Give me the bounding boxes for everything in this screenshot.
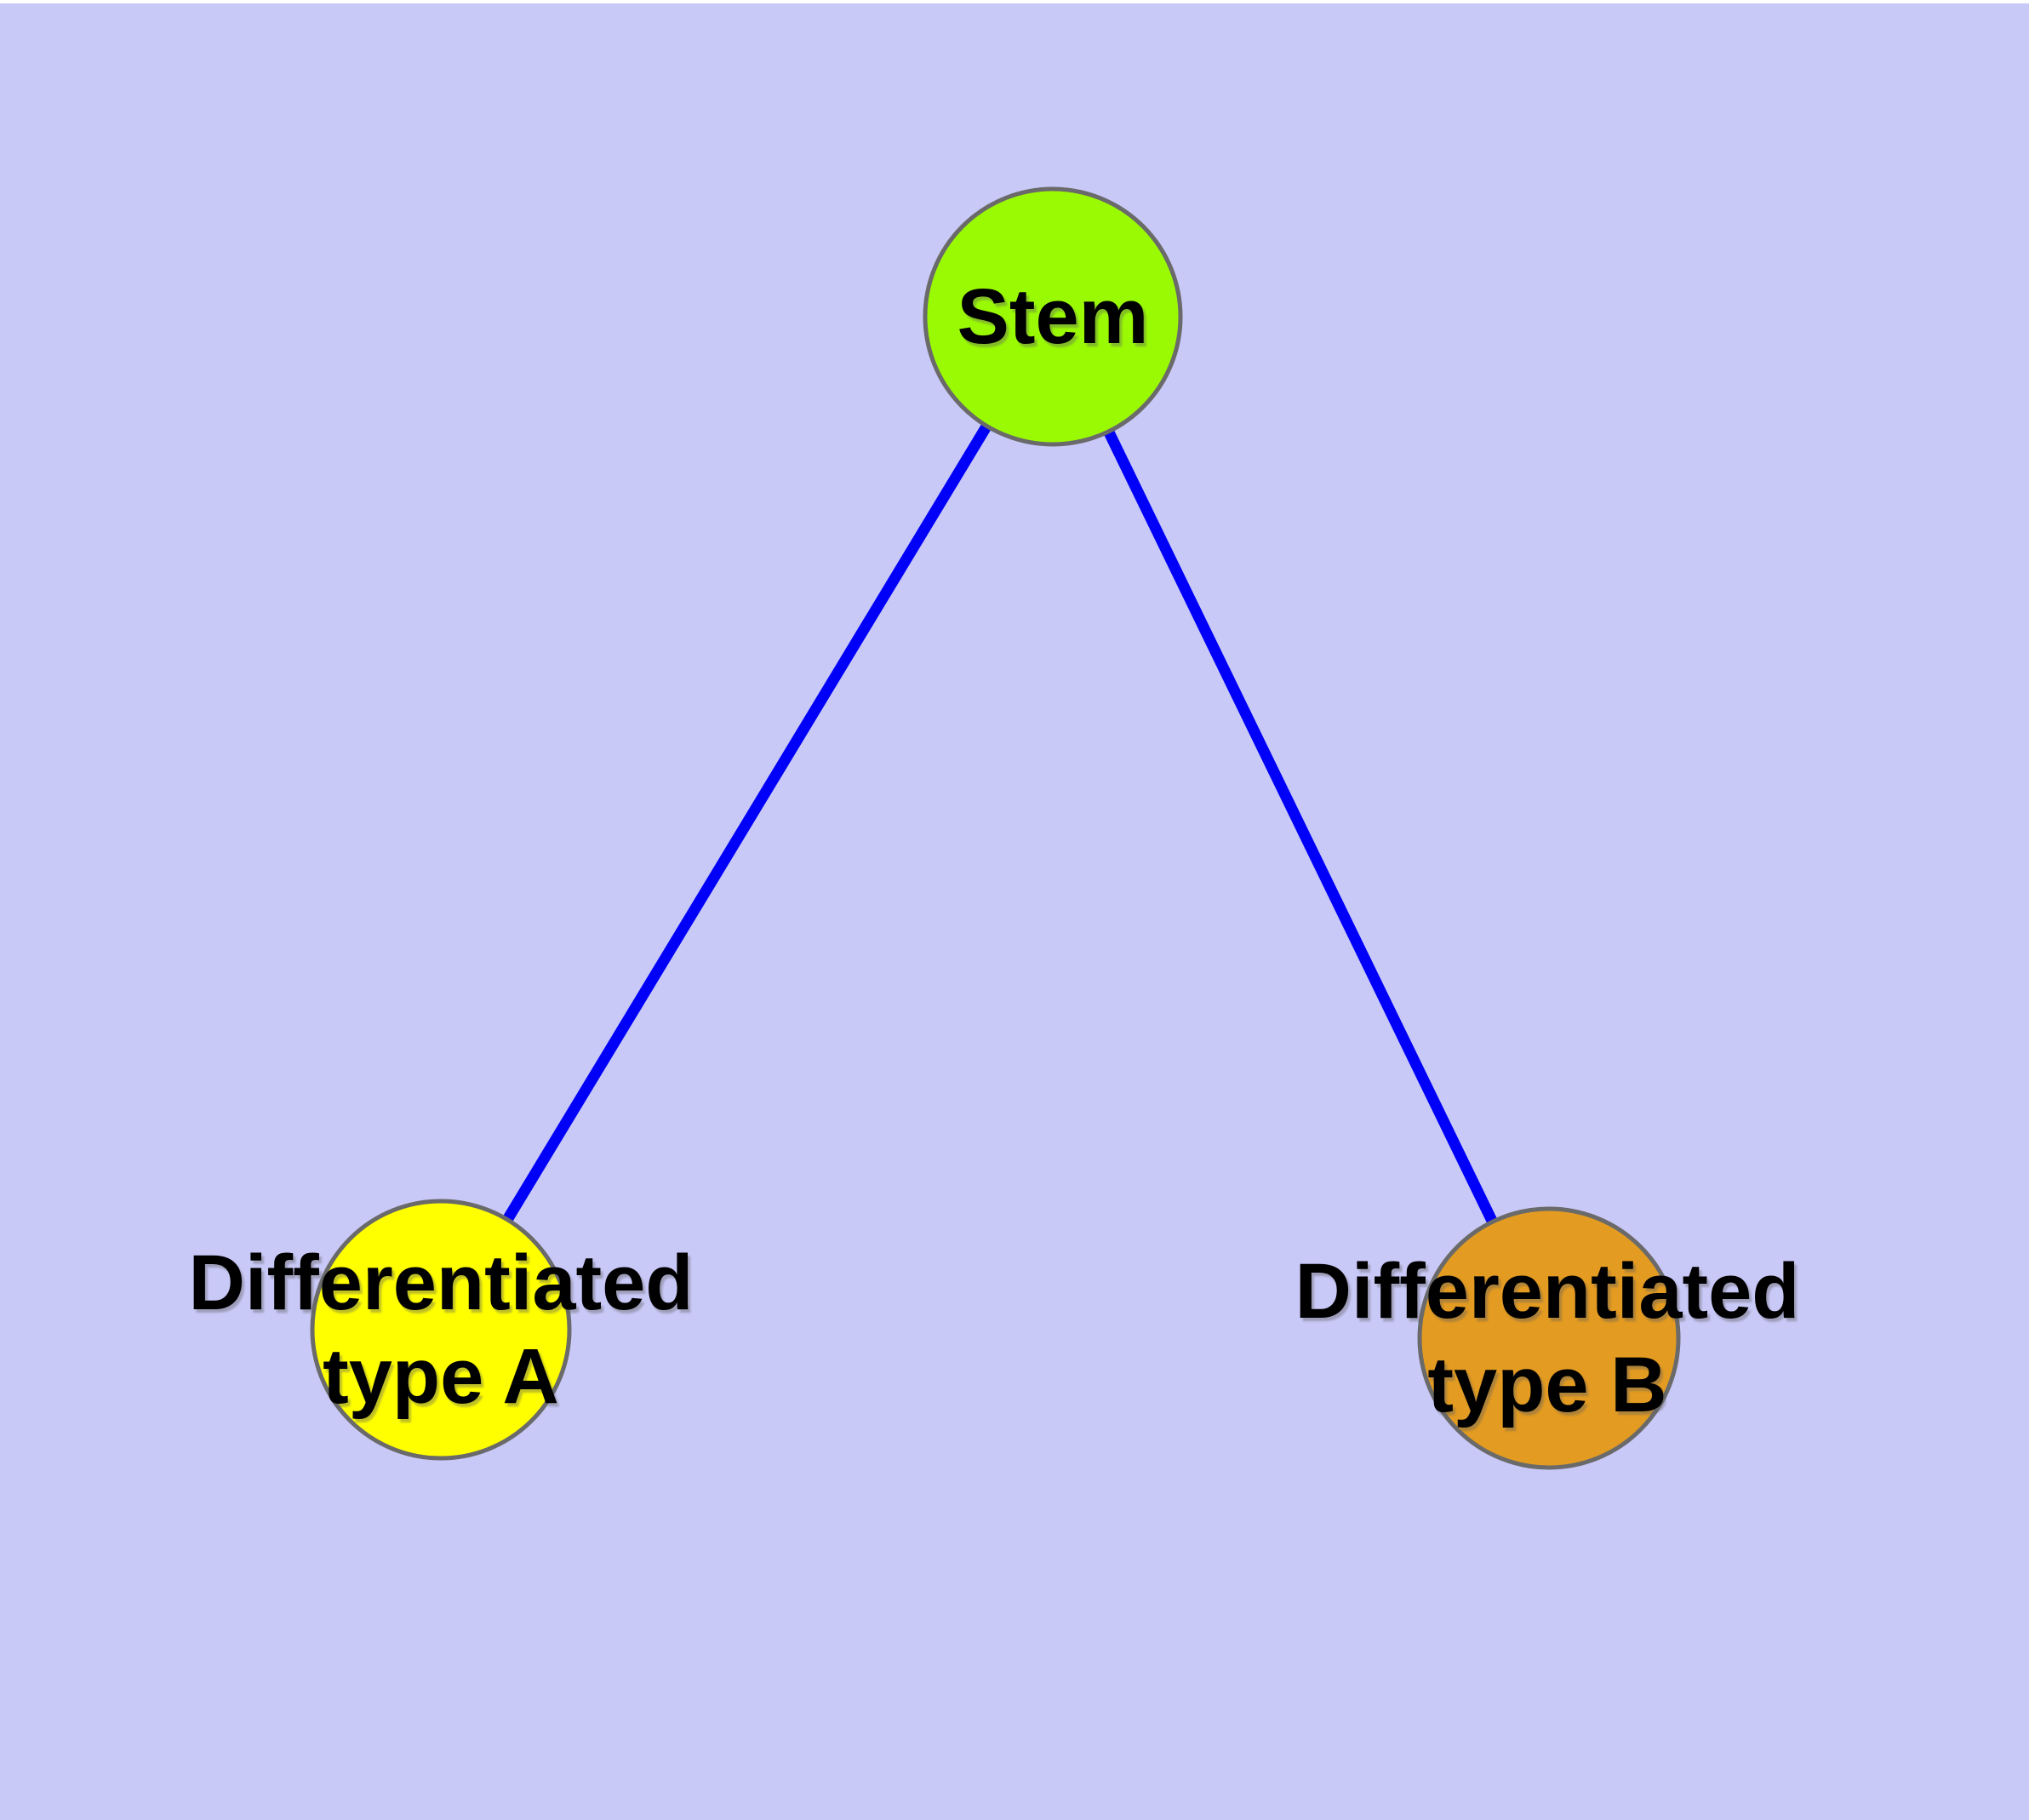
differentiated-type-a-node-circle — [310, 1199, 572, 1461]
stem-node-label: Stem — [957, 270, 1149, 363]
type-a-label-line-1: Differentiated — [188, 1239, 694, 1326]
edge-stem-to-type-b — [1048, 314, 1554, 1341]
top-white-strip — [0, 0, 2029, 3]
type-b-label-line-2: type B — [1427, 1342, 1667, 1428]
differentiated-type-b-node-label: Differentiated type B — [1295, 1245, 1800, 1432]
type-b-label-line-1: Differentiated — [1295, 1248, 1800, 1335]
stem-node-circle — [923, 186, 1183, 447]
stem-label-text: Stem — [957, 273, 1149, 360]
edge-stem-to-type-a — [436, 313, 1058, 1333]
differentiated-type-b-node-circle — [1417, 1206, 1681, 1470]
differentiated-type-a-node-label: Differentiated type A — [189, 1236, 694, 1423]
type-a-label-line-2: type A — [323, 1333, 559, 1420]
